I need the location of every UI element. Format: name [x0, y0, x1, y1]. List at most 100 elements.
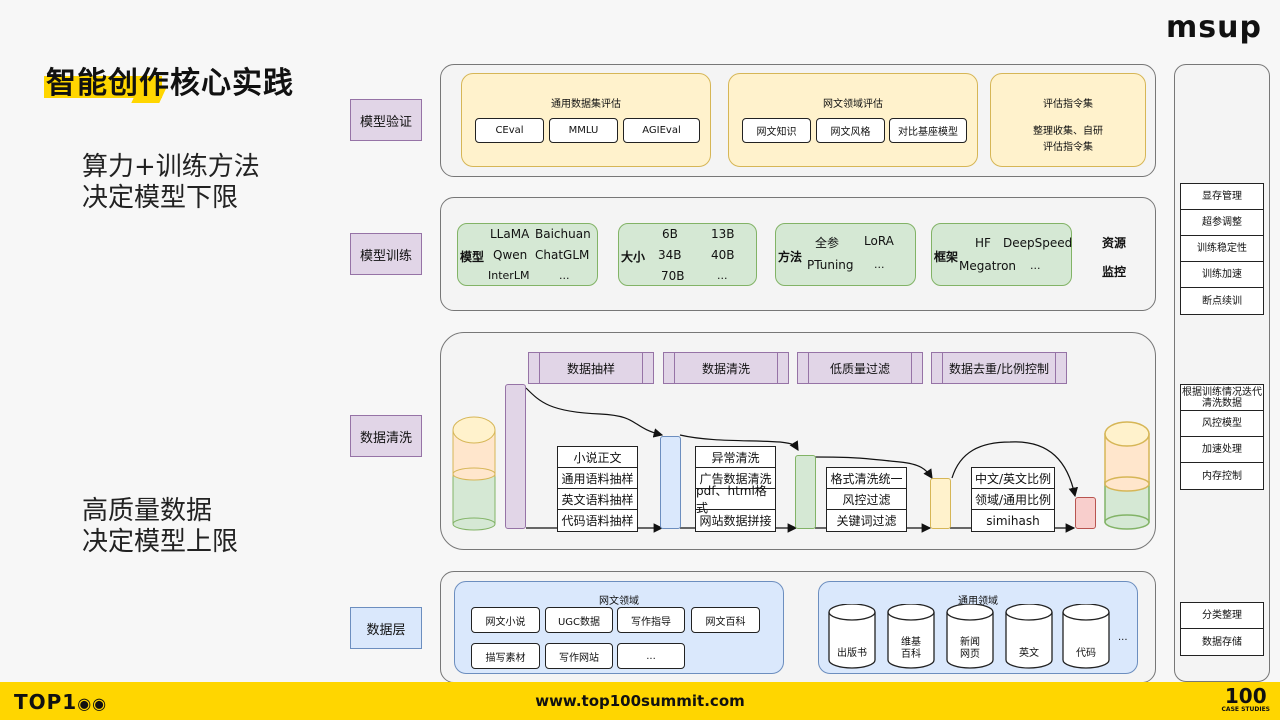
side-line-2: 决定模型下限 [82, 183, 239, 213]
train-size-34b: 34B [658, 248, 682, 262]
train-op-item: 训练加速 [1181, 262, 1263, 288]
train-model-interlm: InterLM [488, 269, 530, 282]
top100-logo: TOP1◉◉ [14, 690, 107, 714]
clean-op-item: 根据训练情况迭代清洗数据 [1181, 385, 1263, 411]
bar-output [1075, 497, 1096, 529]
side-line-3: 高质量数据 [82, 496, 213, 526]
train-model-more: ... [559, 269, 570, 282]
train-framework-label: 框架 [934, 250, 959, 264]
case-studies-logo: 100 CASE STUDIES [1222, 686, 1270, 713]
stack-filter: 格式清洗统一 风控过滤 关键词过滤 [826, 467, 907, 532]
step-low-quality: 低质量过滤 [797, 352, 923, 384]
stack-sampling-item: 代码语料抽样 [561, 514, 634, 528]
train-ops-stack: 显存管理 超参调整 训练稳定性 训练加速 断点续训 [1180, 183, 1264, 315]
train-framework-more: ... [1030, 259, 1041, 272]
right-side-panel [1174, 64, 1270, 682]
msup-logo: msup [1166, 10, 1262, 45]
case-number: 100 [1224, 684, 1267, 708]
general-news: 新闻 网页 [960, 637, 980, 660]
clean-op-item: 风控模型 [1181, 411, 1263, 437]
train-size-70b: 70B [661, 269, 685, 283]
stack-dedupe: 中文/英文比例 领域/通用比例 simihash [971, 467, 1055, 532]
train-model-card [457, 223, 598, 286]
top100-logo-text: TOP1 [14, 690, 78, 714]
general-domain-title: 通用领域 [958, 596, 998, 607]
footer-url: www.top100summit.com [535, 692, 745, 710]
case-text: CASE STUDIES [1221, 706, 1270, 713]
web-more: ... [617, 643, 685, 669]
side-text-upper-bound: 高质量数据 决定模型上限 [82, 496, 238, 558]
stack-cleaning-item: 异常清洗 [696, 447, 775, 468]
train-method-lora: LoRA [864, 234, 894, 248]
train-model-llama: LLaMA [490, 227, 530, 241]
eval-mmlu: MMLU [549, 118, 618, 143]
clean-op-item: 内存控制 [1202, 470, 1242, 482]
train-size-6b: 6B [662, 227, 678, 241]
train-op-item: 断点续训 [1202, 295, 1242, 307]
bar-filter [795, 455, 816, 529]
web-writing-guide: 写作指导 [617, 607, 685, 633]
stack-filter-item: 关键词过滤 [836, 514, 897, 528]
train-op-item: 训练稳定性 [1181, 236, 1263, 262]
general-wikipedia: 维基 百科 [901, 637, 921, 660]
stack-dedupe-item: simihash [986, 513, 1040, 528]
train-method-more: ... [874, 258, 885, 271]
bar-dedupe [930, 478, 951, 529]
instr-eval-card: 评估指令集 整理收集、自研 评估指令集 [990, 73, 1146, 167]
train-framework-card [931, 223, 1072, 286]
general-english: 英文 [1019, 648, 1039, 659]
train-op-item: 超参调整 [1181, 210, 1263, 236]
eval-ceval: CEval [475, 118, 544, 143]
train-method-ptuning: PTuning [807, 258, 854, 272]
stack-sampling: 小说正文 通用语料抽样 英文语料抽样 代码语料抽样 [557, 446, 638, 532]
web-novel: 网文小说 [471, 607, 540, 633]
bar-sampling [505, 384, 526, 529]
stack-cleaning-item: pdf、html格式 [696, 484, 775, 515]
train-size-13b: 13B [711, 227, 735, 241]
row-label-data: 数据层 [350, 607, 422, 649]
train-framework-megatron: Megatron [959, 259, 1017, 273]
output-cylinder-icon [1104, 421, 1150, 530]
train-method-label: 方法 [778, 250, 803, 264]
data-op-item: 分类整理 [1181, 603, 1263, 629]
title-highlight [44, 76, 162, 98]
train-framework-hf: HF [975, 236, 991, 250]
train-method-full: 全参 [815, 236, 840, 250]
eval-agieval: AGIEval [623, 118, 700, 143]
general-domain-cylinders [828, 604, 1110, 669]
train-size-label: 大小 [621, 250, 646, 264]
bar-cleaning [660, 436, 681, 529]
general-books: 出版书 [837, 648, 867, 659]
general-more: ... [1118, 632, 1128, 643]
stack-cleaning-item: 广告数据清洗 [696, 468, 775, 489]
train-size-card [618, 223, 757, 286]
instr-eval-line2: 评估指令集 [1043, 142, 1093, 153]
stack-sampling-item: 小说正文 [558, 447, 637, 468]
side-line-4: 决定模型上限 [82, 527, 239, 557]
web-wiki: 网文百科 [691, 607, 760, 633]
clean-ops-stack: 根据训练情况迭代清洗数据 风控模型 加速处理 内存控制 [1180, 384, 1264, 490]
train-resource: 资源 [1102, 236, 1127, 250]
data-ops-stack: 分类整理 数据存储 [1180, 602, 1264, 656]
data-op-item: 数据存储 [1202, 636, 1242, 648]
train-framework-deepspeed: DeepSpeed [1003, 236, 1073, 250]
row-label-cleaning: 数据清洗 [350, 415, 422, 457]
source-cylinder-icon [452, 416, 496, 531]
train-model-qwen: Qwen [493, 248, 528, 262]
train-size-more: ... [717, 269, 728, 282]
web-domain-title: 网文领域 [599, 596, 639, 607]
eval-web-style: 网文风格 [816, 118, 885, 143]
row-label-validation: 模型验证 [350, 99, 422, 141]
eval-compare-base: 对比基座模型 [889, 118, 967, 143]
side-line-1: 算力+训练方法 [82, 152, 260, 182]
clean-op-item: 加速处理 [1181, 437, 1263, 463]
stack-sampling-item: 通用语料抽样 [558, 468, 637, 489]
train-model-label: 模型 [460, 250, 485, 264]
instr-eval-line1: 整理收集、自研 [1033, 126, 1103, 137]
web-description: 描写素材 [471, 643, 540, 669]
stack-cleaning-item: 网站数据拼接 [699, 514, 772, 528]
side-text-lower-bound: 算力+训练方法 决定模型下限 [82, 152, 260, 214]
eyes-icon: ◉◉ [77, 694, 108, 713]
train-monitor: 监控 [1102, 265, 1127, 279]
stack-dedupe-item: 中文/英文比例 [972, 468, 1054, 489]
